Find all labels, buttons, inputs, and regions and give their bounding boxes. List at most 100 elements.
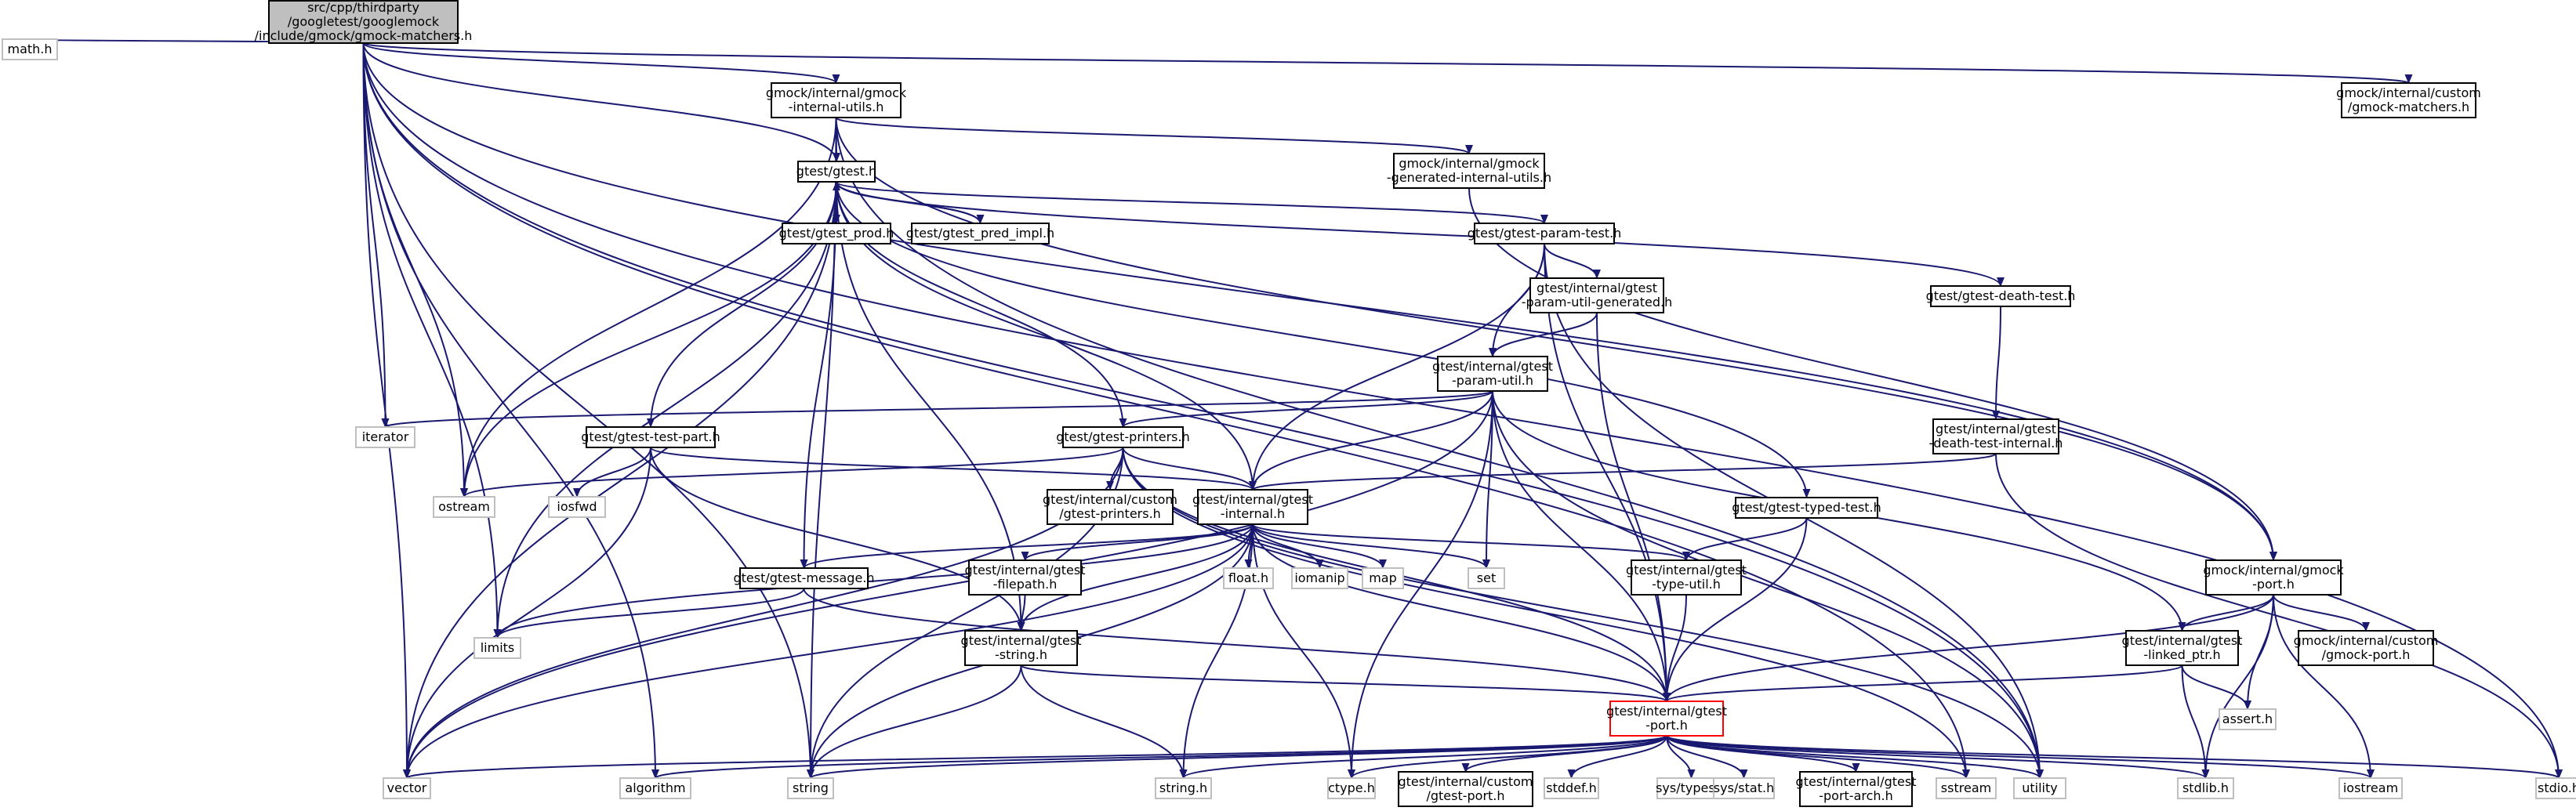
node-box — [1713, 777, 1775, 799]
node-algorithm[interactable]: algorithm — [619, 777, 691, 799]
edge-linked_ptr-to-assert_h — [2181, 664, 2251, 710]
node-stdlib_h[interactable]: stdlib.h — [2177, 777, 2234, 799]
node-assert_h[interactable]: assert.h — [2219, 708, 2277, 730]
node-label-line: -port.h — [1645, 718, 1688, 733]
node-iostream[interactable]: iostream — [2338, 777, 2403, 799]
edge-gmock_internal_utils-to-gmock_generated_utils — [835, 117, 1473, 154]
node-box — [771, 82, 902, 118]
node-gtest_prod[interactable]: gtest/gtest_prod.h — [779, 223, 894, 244]
node-stddef_h[interactable]: stddef.h — [1544, 777, 1599, 799]
edge-gtest_port-to-stdio_h — [1666, 735, 2563, 779]
node-param_util_gen[interactable]: gtest/internal/gtest-param-util-generate… — [1522, 277, 1672, 313]
node-label-line: /googletest/googlemock — [288, 14, 440, 29]
node-label-line: -param-util.h — [1452, 373, 1533, 388]
node-box — [1529, 277, 1664, 313]
edge-gtest_port-to-sys_types — [1666, 735, 1696, 779]
node-label-line: ctype.h — [1328, 780, 1375, 795]
node-sstream[interactable]: sstream — [1936, 777, 1997, 799]
node-sys_stat[interactable]: sys/stat.h — [1713, 777, 1775, 799]
node-gtest_string[interactable]: gtest/internal/gtest-string.h — [961, 630, 1082, 666]
node-custom_printers[interactable]: gtest/internal/custom/gtest-printers.h — [1043, 489, 1177, 525]
node-math_h[interactable]: math.h — [2, 38, 58, 60]
edge-gtest_h-to-limits — [493, 181, 837, 639]
node-custom_gmock_port[interactable]: gmock/internal/custom/gmock-port.h — [2294, 630, 2439, 666]
node-gtest_h[interactable]: gtest/gtest.h — [796, 161, 876, 183]
edge-gtest_pred_impl-to-gtest_h — [833, 181, 981, 224]
edge-root-to-algorithm — [362, 42, 659, 779]
node-label-line: stddef.h — [1546, 780, 1596, 795]
edge-gtest_internal-to-vector — [403, 523, 1254, 779]
node-death_test_internal[interactable]: gtest/internal/gtest-death-test-internal… — [1929, 418, 2063, 454]
node-limits[interactable]: limits — [473, 637, 521, 659]
node-label-line: iosfwd — [557, 499, 597, 514]
node-root[interactable]: src/cpp/thirdparty/googletest/googlemock… — [255, 0, 473, 44]
node-box — [1062, 426, 1184, 448]
node-gtest_internal[interactable]: gtest/internal/gtest-internal.h — [1192, 489, 1313, 525]
edge-gtest_death_test-to-death_test_internal — [1992, 306, 2001, 420]
edge-gmock_port-to-iostream — [2273, 594, 2375, 779]
edge-param_util_gen-to-param_util — [1489, 312, 1598, 357]
node-label-line: sys/types.h — [1656, 780, 1727, 795]
node-set[interactable]: set — [1468, 567, 1505, 589]
edge-gmock_generated_utils-to-gmock_port — [1468, 187, 2277, 561]
node-port_arch[interactable]: gtest/internal/gtest-port-arch.h — [1796, 771, 1917, 807]
node-gtest_message[interactable]: gtest/gtest-message.h — [733, 567, 875, 589]
edge-gmock_port-to-stdlib_h — [2201, 594, 2274, 779]
edge-gtest_internal-to-set — [1252, 523, 1490, 569]
edge-gtest_port-to-stdlib_h — [1666, 735, 2210, 779]
node-stdio_h[interactable]: stdio.h — [2535, 777, 2576, 799]
node-gtest_port[interactable]: gtest/internal/gtest-port.h — [1606, 701, 1727, 737]
node-iosfwd[interactable]: iosfwd — [548, 496, 606, 518]
node-label-line: gtest/gtest-printers.h — [1056, 429, 1190, 444]
node-vector[interactable]: vector — [383, 777, 431, 799]
node-gtest_param_test[interactable]: gtest/gtest-param-test.h — [1468, 223, 1622, 244]
edge-gmock_internal_utils-to-ostream — [460, 117, 837, 498]
edge-gtest_message-to-gtest_port — [803, 588, 1671, 702]
node-box — [1327, 777, 1376, 799]
node-gtest_test_part[interactable]: gtest/gtest-test-part.h — [581, 426, 720, 448]
edge-gtest_test_part-to-vector — [403, 447, 651, 779]
node-param_util[interactable]: gtest/internal/gtest-param-util.h — [1432, 356, 1553, 392]
edge-gtest_internal-to-gtest_message — [800, 523, 1254, 569]
edge-gtest_typed_test-to-type_util — [1682, 517, 1808, 561]
node-gtest_death_test[interactable]: gtest/gtest-death-test.h — [1926, 285, 2076, 307]
node-map[interactable]: map — [1362, 567, 1404, 589]
node-gtest_printers[interactable]: gtest/gtest-printers.h — [1056, 426, 1190, 448]
node-gmock_generated_utils[interactable]: gmock/internal/gmock-generated-internal-… — [1387, 153, 1551, 189]
edge-root-to-string — [362, 42, 815, 779]
edge-gtest_param_test-to-gtest_internal — [1249, 243, 1545, 491]
node-label-line: /gtest-printers.h — [1059, 506, 1161, 521]
node-box — [964, 630, 1078, 666]
edges-layer — [27, 38, 2563, 779]
node-ctype_h[interactable]: ctype.h — [1327, 777, 1376, 799]
node-label-line: /include/gmock/gmock-matchers.h — [255, 28, 473, 43]
node-iomanip[interactable]: iomanip — [1291, 567, 1348, 589]
node-box — [1932, 418, 2059, 454]
node-string[interactable]: string — [787, 777, 834, 799]
node-string_h[interactable]: string.h — [1155, 777, 1212, 799]
node-box — [1609, 701, 1724, 737]
node-label-line: stdio.h — [2538, 780, 2576, 795]
node-label-line: gtest/gtest-param-test.h — [1468, 226, 1622, 241]
node-type_util[interactable]: gtest/internal/gtest-type-util.h — [1626, 559, 1747, 596]
node-custom_port[interactable]: gtest/internal/custom/gtest-port.h — [1398, 771, 1533, 807]
node-linked_ptr[interactable]: gtest/internal/gtest-linked_ptr.h — [2122, 630, 2243, 666]
node-ostream[interactable]: ostream — [433, 496, 495, 518]
node-float_h[interactable]: float.h — [1223, 567, 1274, 589]
edge-param_util-to-vector — [403, 390, 1493, 779]
node-gmock_custom_matchers[interactable]: gmock/internal/custom/gmock-matchers.h — [2336, 82, 2481, 118]
node-gtest_typed_test[interactable]: gtest/gtest-typed-test.h — [1732, 497, 1881, 519]
node-box — [548, 496, 606, 518]
node-gtest_pred_impl[interactable]: gtest/gtest_pred_impl.h — [906, 223, 1054, 244]
node-box — [1291, 567, 1348, 589]
edge-gtest_internal-to-map — [1252, 523, 1387, 569]
edge-root-to-gmock_internal_utils — [362, 42, 840, 84]
node-gmock_internal_utils[interactable]: gmock/internal/gmock-internal-utils.h — [766, 82, 907, 118]
edge-gtest_typed_test-to-gtest_port — [1663, 517, 1808, 702]
node-gtest_filepath[interactable]: gtest/internal/gtest-filepath.h — [965, 559, 1086, 596]
node-gmock_port[interactable]: gmock/internal/gmock-port.h — [2203, 559, 2344, 596]
node-utility[interactable]: utility — [2013, 777, 2066, 799]
node-iterator[interactable]: iterator — [355, 426, 415, 448]
node-box — [1468, 567, 1505, 589]
